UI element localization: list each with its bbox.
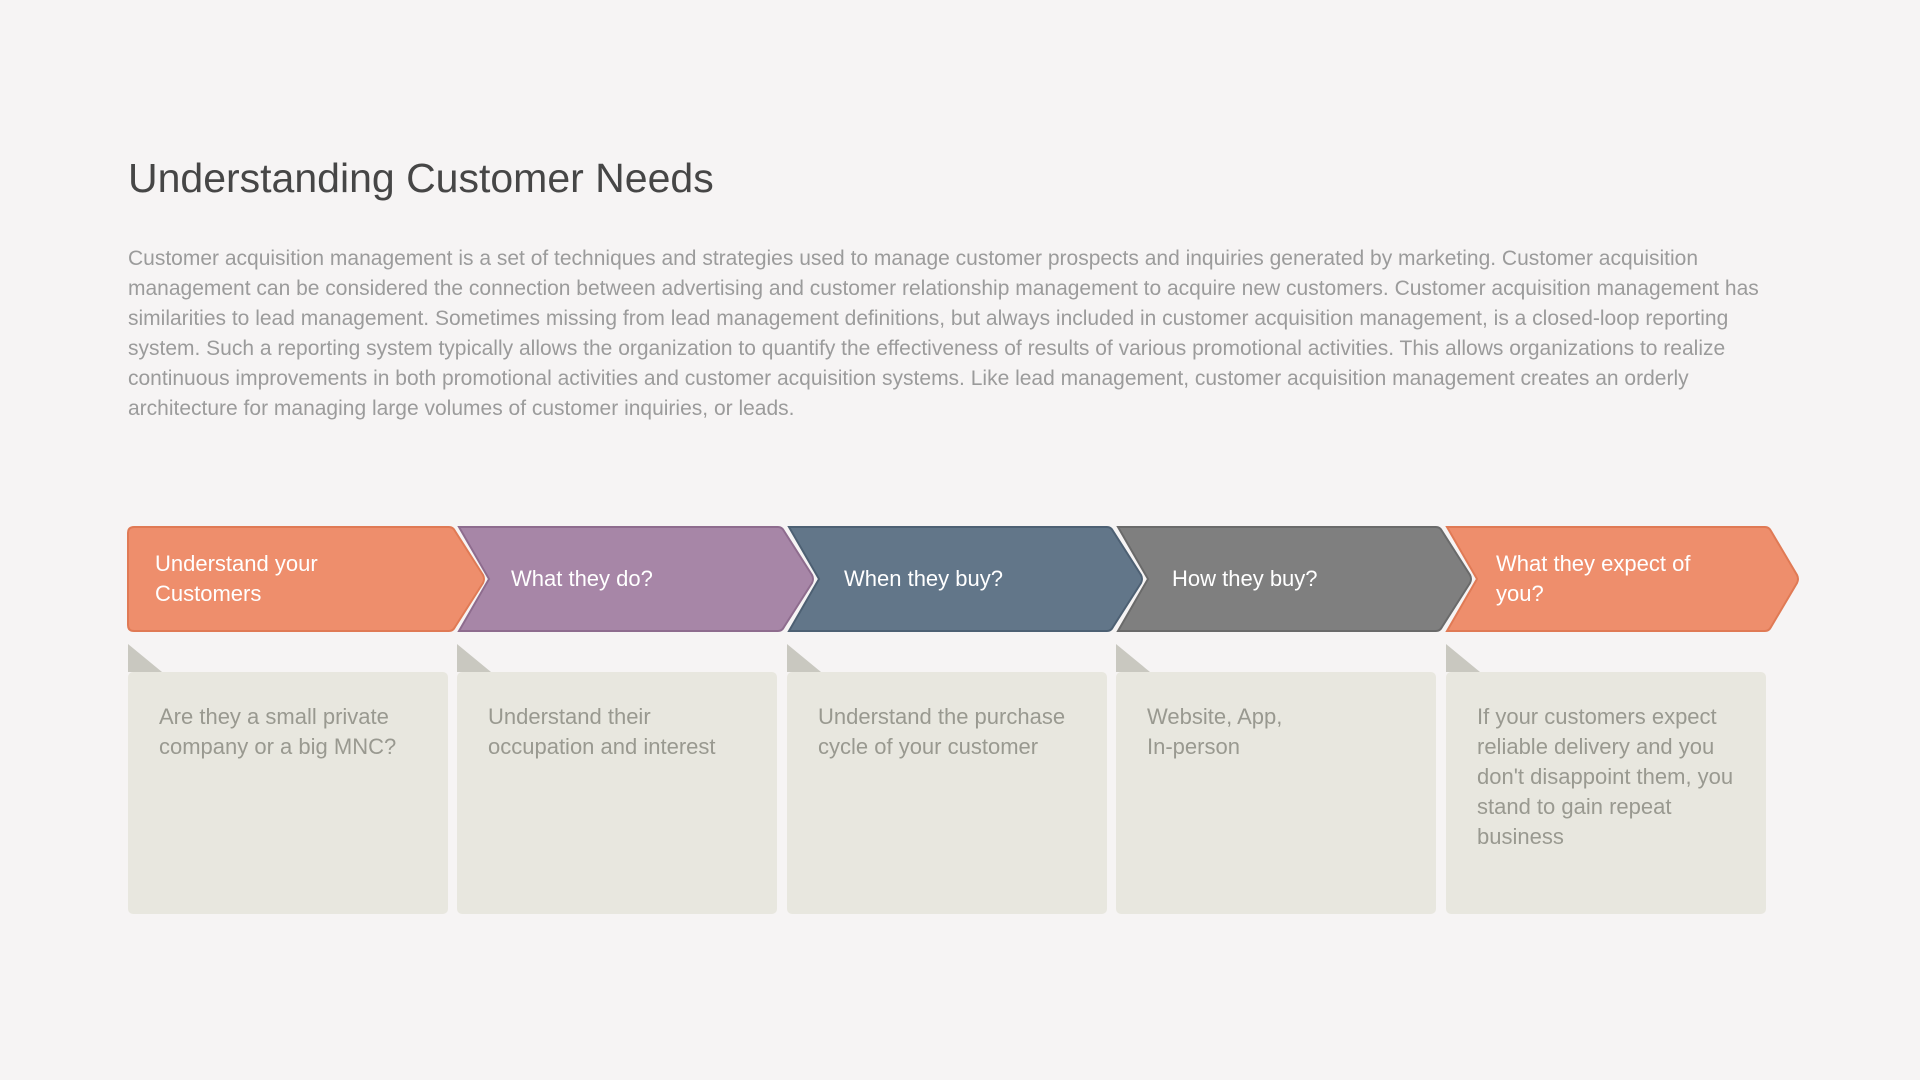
chevron-label-2: What they do? [511,527,761,631]
step-4-detail: Website, App, In-person [1147,704,1283,759]
card-fold-2 [457,644,491,672]
chevron-label-3: When they buy? [844,527,1094,631]
step-4-label: How they buy? [1172,566,1318,591]
card-fold-3 [787,644,821,672]
detail-card-4: Website, App, In-person [1116,672,1436,914]
detail-card-3: Understand the purchase cycle of your cu… [787,672,1107,914]
card-fold-5 [1446,644,1480,672]
detail-card-2: Understand their occupation and interest [457,672,777,914]
chevron-label-5: What they expect of you? [1496,527,1726,631]
step-3-label: When they buy? [844,566,1003,591]
page-title: Understanding Customer Needs [128,155,714,201]
card-fold-4 [1116,644,1150,672]
step-3-detail: Understand the purchase cycle of your cu… [818,704,1066,759]
step-5-label: What they expect of you? [1496,551,1691,606]
step-5-detail: If your customers expect reliable delive… [1477,704,1734,849]
step-2-label: What they do? [511,566,653,591]
step-2-detail: Understand their occupation and interest [488,704,716,759]
detail-card-1: Are they a small private company or a bi… [128,672,448,914]
step-1-detail: Are they a small private company or a bi… [159,704,397,759]
chevron-label-1: Understand your Customers [155,527,395,631]
detail-card-5: If your customers expect reliable delive… [1446,672,1766,914]
chevron-label-4: How they buy? [1172,527,1422,631]
intro-paragraph: Customer acquisition management is a set… [128,247,1759,420]
card-fold-1 [128,644,162,672]
step-1-label: Understand your Customers [155,551,318,606]
